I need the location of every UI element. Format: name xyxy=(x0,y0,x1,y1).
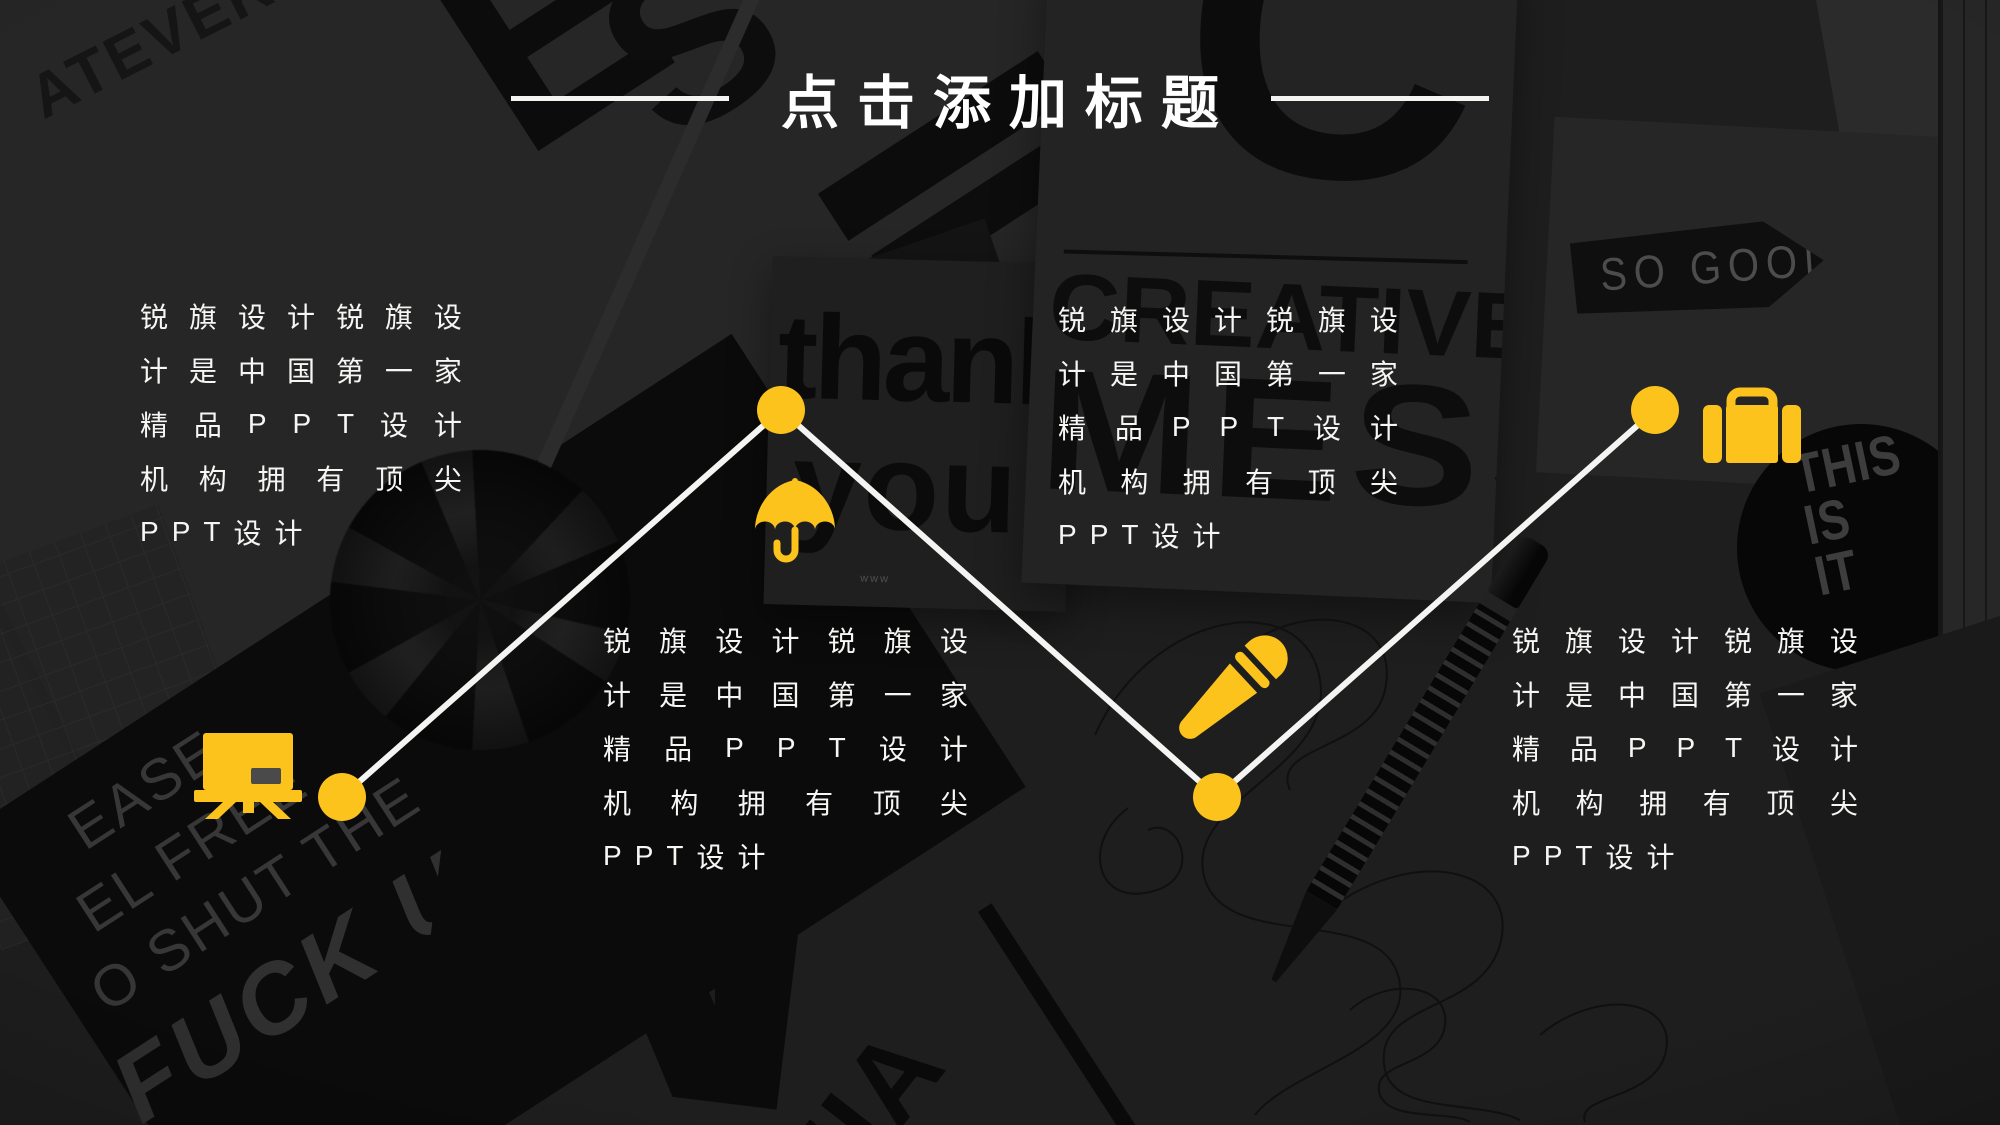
slide-title-placeholder[interactable]: 点击添加标题 xyxy=(780,71,1237,136)
thank-you-footnote: www xyxy=(860,572,891,586)
title-dash-right xyxy=(1271,95,1489,101)
this-is-it-text: THIS IS IT xyxy=(1788,422,1927,608)
title-dash-left xyxy=(510,95,729,101)
poster-diagonal-bar xyxy=(978,903,1188,1125)
thank-you-word: you xyxy=(790,415,1021,560)
title-bar: 点击添加标题 xyxy=(0,56,2000,140)
